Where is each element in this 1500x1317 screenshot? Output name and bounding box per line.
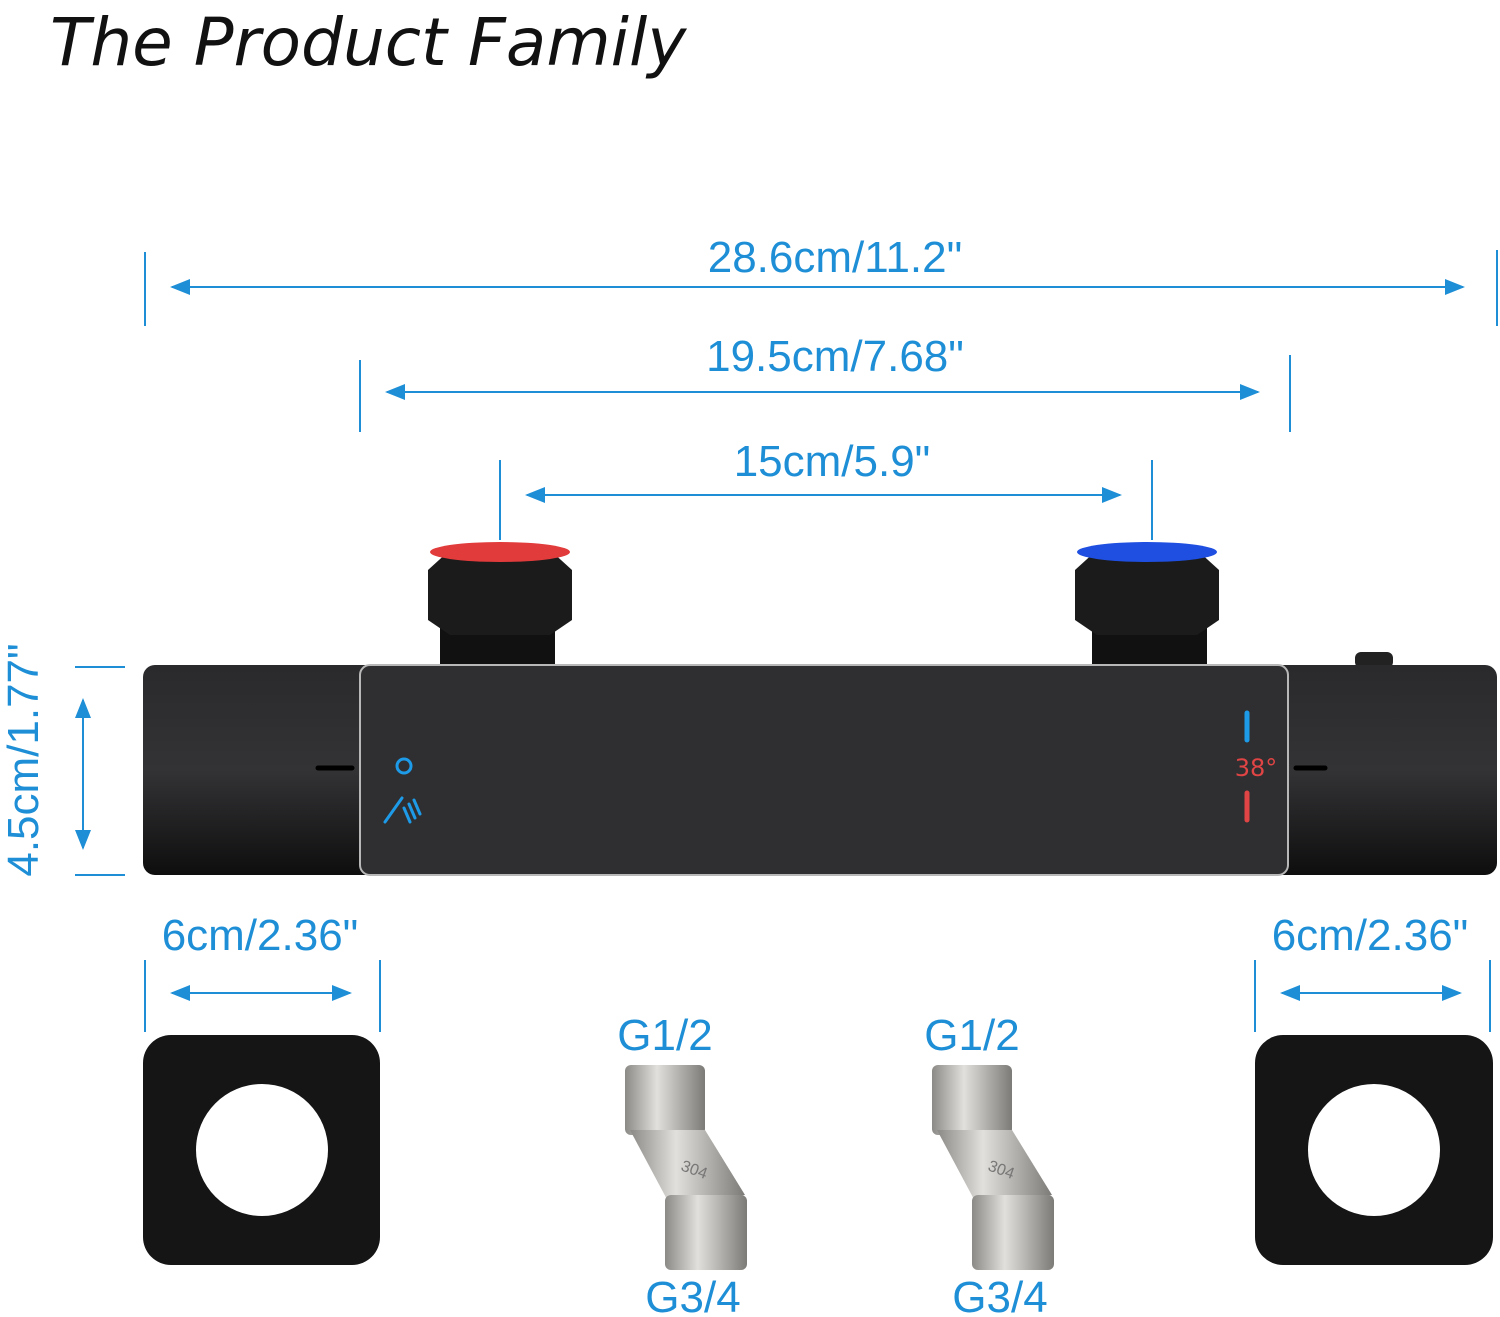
fitting-2: 304 <box>932 1065 1054 1270</box>
dimension-inlet-spacing <box>499 460 1153 540</box>
fitting-1-top-label: G1/2 <box>617 1011 712 1060</box>
dimension-height <box>75 666 125 876</box>
flange-left-label: 6cm/2.36" <box>162 911 359 960</box>
dimension-overall-width <box>144 250 1498 326</box>
fitting-2-top-label: G1/2 <box>924 1011 1019 1060</box>
flange-right-label: 6cm/2.36" <box>1272 911 1469 960</box>
small-button <box>1355 652 1393 668</box>
dimension-flange-right <box>1254 960 1491 1032</box>
temperature-label: 38° <box>1235 754 1278 782</box>
off-icon <box>395 757 413 775</box>
fitting-2-bottom-label: G3/4 <box>952 1273 1047 1317</box>
panel-width-label: 19.5cm/7.68" <box>706 332 964 381</box>
fitting-1: 304 <box>625 1065 747 1270</box>
shower-icon <box>383 796 422 824</box>
valve-body: 38° <box>143 664 1497 876</box>
cold-inlet-knob <box>1075 542 1219 667</box>
hot-inlet-knob <box>428 542 572 667</box>
dimension-panel-width <box>359 355 1291 432</box>
overall-width-label: 28.6cm/11.2" <box>708 233 963 282</box>
flange-left <box>143 1035 380 1265</box>
inlet-spacing-label: 15cm/5.9" <box>734 437 931 486</box>
height-label: 4.5cm/1.77" <box>0 643 48 876</box>
page-title: The Product Family <box>50 4 687 81</box>
fitting-1-bottom-label: G3/4 <box>645 1273 740 1317</box>
dimension-flange-left <box>144 960 381 1032</box>
flange-right <box>1255 1035 1493 1265</box>
